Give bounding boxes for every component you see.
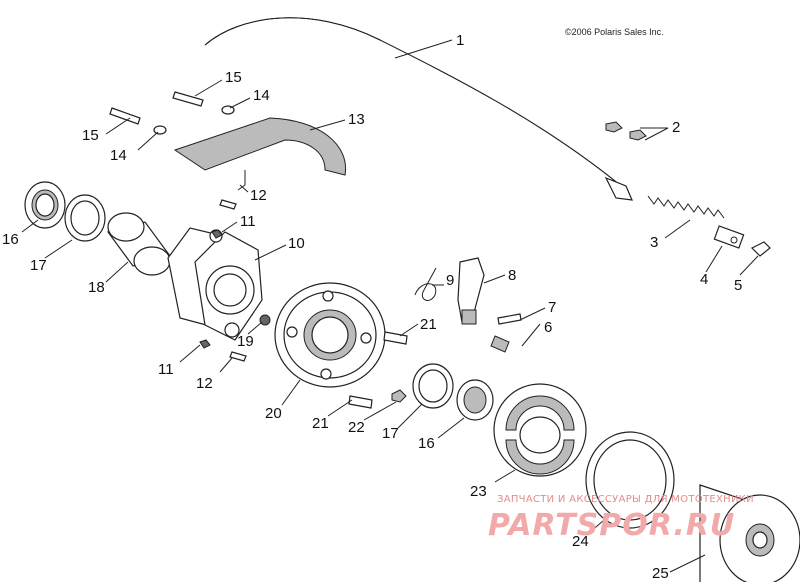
label-24: 24 bbox=[572, 533, 589, 550]
label-23: 23 bbox=[470, 483, 487, 500]
label-11b: 11 bbox=[158, 361, 174, 378]
label-15b: 15 bbox=[82, 127, 99, 144]
label-16b: 16 bbox=[418, 435, 435, 452]
oring-left bbox=[64, 194, 106, 242]
copyright-text: ©2006 Polaris Sales Inc. bbox=[565, 27, 664, 37]
leader-lines bbox=[21, 39, 759, 573]
label-17a: 17 bbox=[30, 257, 47, 274]
chain-guard bbox=[173, 117, 347, 191]
label-5: 5 bbox=[734, 277, 742, 294]
label-2: 2 bbox=[672, 119, 680, 136]
label-20: 20 bbox=[265, 405, 282, 422]
cable-clip bbox=[750, 241, 771, 257]
label-4: 4 bbox=[700, 271, 708, 288]
label-8: 8 bbox=[508, 267, 516, 284]
plate-bolts bbox=[348, 331, 408, 409]
label-15a: 15 bbox=[225, 69, 242, 86]
label-13: 13 bbox=[348, 111, 365, 128]
label-10: 10 bbox=[288, 235, 305, 252]
part-labels: 1 2 3 4 5 6 7 8 9 10 11 11 12 12 13 14 1… bbox=[2, 32, 742, 582]
top-bolts bbox=[109, 91, 235, 135]
label-7: 7 bbox=[548, 299, 556, 316]
seal-left bbox=[24, 181, 66, 229]
label-22: 22 bbox=[348, 419, 365, 436]
label-3: 3 bbox=[650, 234, 658, 251]
watermark-logo: PARTSPOR.RU bbox=[488, 508, 735, 543]
spacer-tube bbox=[106, 212, 172, 276]
oring-right bbox=[412, 363, 454, 409]
return-spring bbox=[647, 195, 725, 219]
brake-drum-ring bbox=[585, 431, 675, 529]
watermark-tagline: ЗАПЧАСТИ И АКСЕССУАРЫ ДЛЯ МОТОТЕХНИКИ bbox=[497, 494, 754, 505]
label-11a: 11 bbox=[240, 213, 256, 230]
label-16a: 16 bbox=[2, 231, 19, 248]
label-14b: 14 bbox=[110, 147, 127, 164]
label-21a: 21 bbox=[420, 316, 437, 333]
cam-fittings bbox=[490, 313, 522, 353]
label-25: 25 bbox=[652, 565, 669, 582]
cable-pin bbox=[713, 225, 745, 249]
seal-right bbox=[456, 379, 494, 421]
label-21b: 21 bbox=[312, 415, 329, 432]
label-12b: 12 bbox=[196, 375, 213, 392]
brake-backing-plate bbox=[274, 282, 386, 388]
cable-nuts bbox=[605, 121, 647, 141]
brake-shoes bbox=[493, 383, 587, 477]
lever-spring bbox=[414, 267, 437, 301]
label-6: 6 bbox=[544, 319, 552, 336]
brake-cam-lever bbox=[457, 257, 485, 325]
label-19: 19 bbox=[237, 333, 254, 350]
label-17b: 17 bbox=[382, 425, 399, 442]
label-14a: 14 bbox=[253, 87, 270, 104]
brake-drum bbox=[699, 484, 800, 582]
bracket-plate bbox=[167, 227, 263, 341]
bracket-hardware bbox=[199, 199, 271, 362]
label-12a: 12 bbox=[250, 187, 267, 204]
brake-cable bbox=[204, 17, 633, 201]
label-1: 1 bbox=[456, 32, 464, 49]
label-9: 9 bbox=[446, 272, 454, 289]
label-18: 18 bbox=[88, 279, 105, 296]
